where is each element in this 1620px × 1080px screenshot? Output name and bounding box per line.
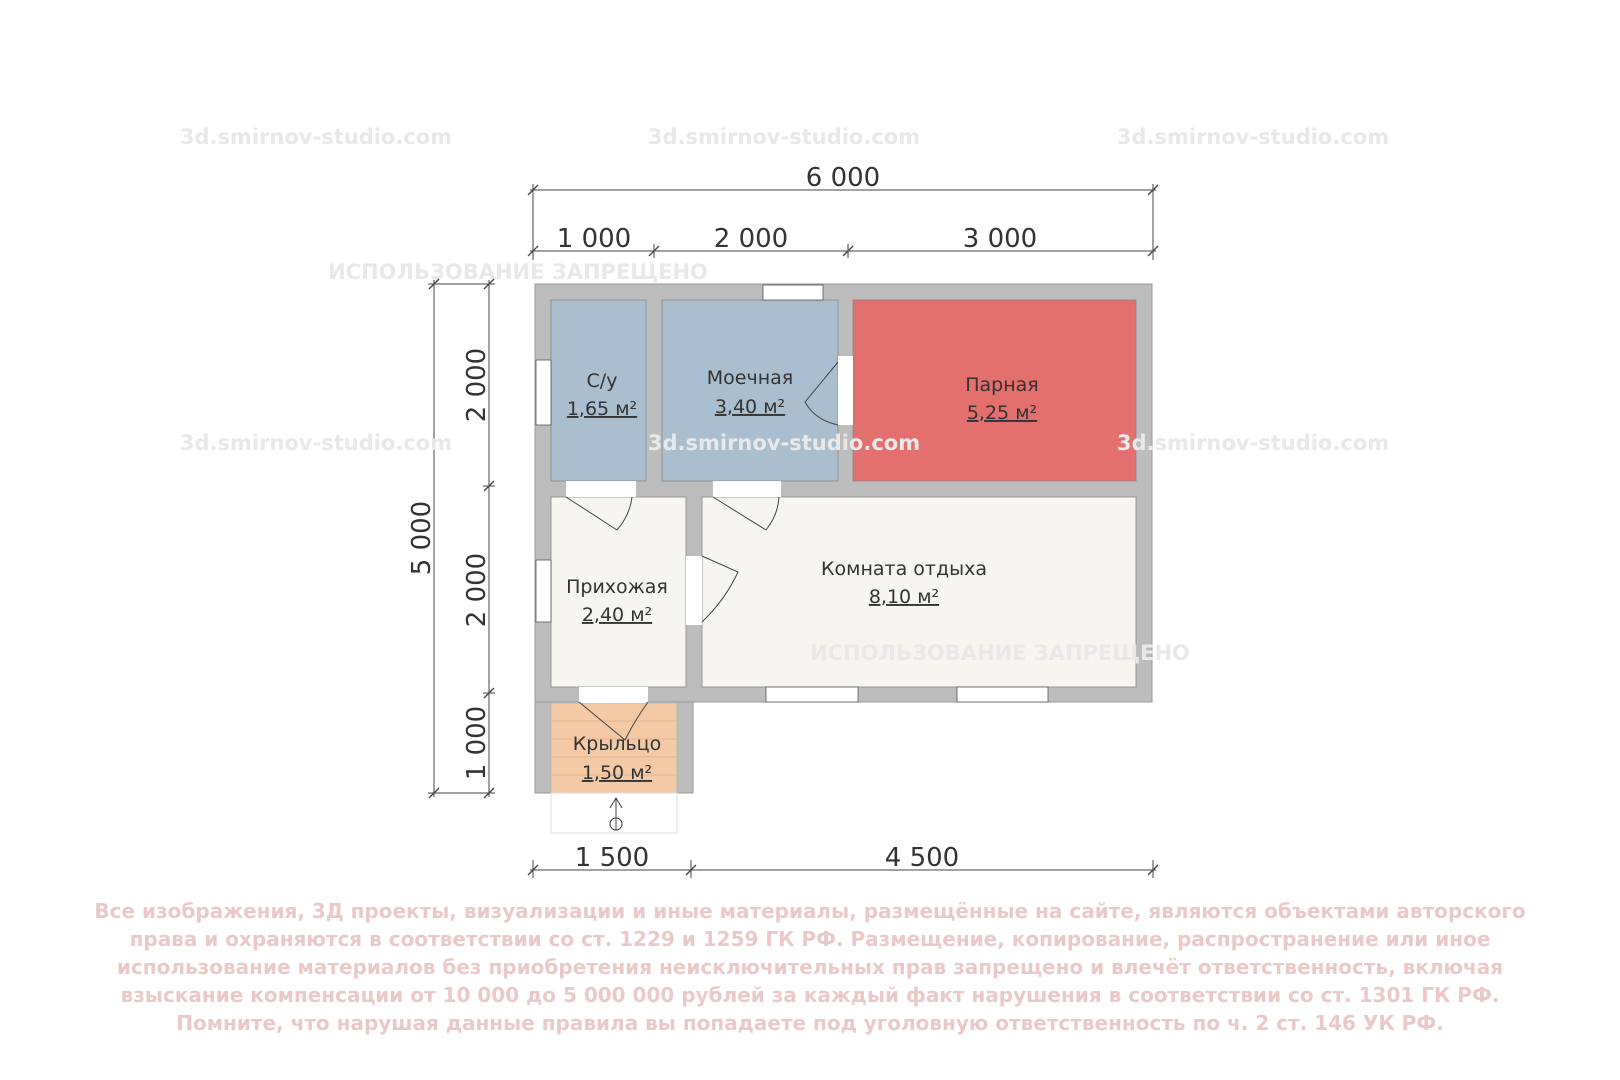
dim-left-total: 5 000 <box>407 501 437 575</box>
watermark-site: 3d.smirnov-studio.com <box>1117 125 1389 149</box>
room-labels: С/у 1,65 м² Моечная 3,40 м² Парная 5,25 … <box>566 367 1039 784</box>
watermark-forbidden: ИСПОЛЬЗОВАНИЕ ЗАПРЕЩЕНО <box>810 641 1190 665</box>
room-area: 5,25 м² <box>967 402 1037 424</box>
disclaimer-line: взыскание компенсации от 10 000 до 5 000… <box>121 983 1500 1007</box>
entrance-arrow <box>550 792 678 834</box>
doorway <box>686 556 702 625</box>
dim-bottom-part: 4 500 <box>885 843 959 873</box>
room-area: 1,50 м² <box>582 762 652 784</box>
room-steam-room <box>852 299 1137 482</box>
room-name: Крыльцо <box>573 733 661 755</box>
window <box>535 559 552 623</box>
watermark-forbidden: ИСПОЛЬЗОВАНИЕ ЗАПРЕЩЕНО <box>328 260 708 284</box>
watermark-site: 3d.smirnov-studio.com <box>648 125 920 149</box>
dim-left-part: 2 000 <box>462 348 492 422</box>
room-name: Моечная <box>707 367 793 389</box>
openings <box>535 284 1049 703</box>
door-swings <box>565 361 839 741</box>
dim-top-part: 3 000 <box>963 224 1037 254</box>
watermark-site: 3d.smirnov-studio.com <box>1117 431 1389 455</box>
copyright-disclaimer: Все изображения, 3Д проекты, визуализаци… <box>94 899 1525 1035</box>
doorway <box>838 356 853 425</box>
disclaimer-line: Помните, что нарушая данные правила вы п… <box>176 1011 1444 1035</box>
dim-left-part: 2 000 <box>462 553 492 627</box>
room-washroom <box>661 299 839 482</box>
disclaimer-line: использование материалов без приобретени… <box>117 955 1503 979</box>
dim-top-part: 2 000 <box>714 224 788 254</box>
doorway <box>713 481 781 497</box>
room-area: 1,65 м² <box>567 398 637 420</box>
room-area: 2,40 м² <box>582 604 652 626</box>
dim-top-total: 6 000 <box>806 163 880 193</box>
disclaimer-line: Все изображения, 3Д проекты, визуализаци… <box>94 899 1525 923</box>
dim-top-part: 1 000 <box>557 224 631 254</box>
doorway <box>566 481 636 497</box>
room-name: Парная <box>965 374 1039 396</box>
watermark-site: 3d.smirnov-studio.com <box>180 431 452 455</box>
watermarks-front: 3d.smirnov-studio.com 3d.smirnov-studio.… <box>180 431 1389 665</box>
disclaimer-line: права и охраняются в соответствии со ст.… <box>130 927 1491 951</box>
room-name: Комната отдыха <box>821 558 987 580</box>
room-name: Прихожая <box>566 576 668 598</box>
watermark-site: 3d.smirnov-studio.com <box>648 431 920 455</box>
room-name: С/у <box>587 370 618 392</box>
doorway <box>579 687 648 703</box>
room-bathroom <box>550 299 647 482</box>
window <box>535 359 552 426</box>
watermark-site: 3d.smirnov-studio.com <box>180 125 452 149</box>
window <box>765 686 859 703</box>
dim-left-part: 1 000 <box>462 706 492 780</box>
room-lounge <box>701 496 1137 688</box>
room-area: 8,10 м² <box>869 586 939 608</box>
watermarks: 3d.smirnov-studio.com 3d.smirnov-studio.… <box>180 125 1389 284</box>
room-porch <box>550 702 678 794</box>
room-area: 3,40 м² <box>715 396 785 418</box>
window <box>956 686 1049 703</box>
window <box>762 284 824 301</box>
dimension-labels: 6 000 1 000 2 000 3 000 5 000 2 000 2 00… <box>407 163 1037 873</box>
dimension-lines <box>428 184 1159 878</box>
dim-bottom-part: 1 500 <box>575 843 649 873</box>
